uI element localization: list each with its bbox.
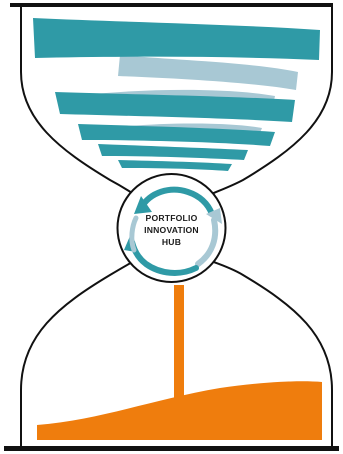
hub-label-line-2: INNOVATION xyxy=(144,225,199,235)
swirl-band-light-1 xyxy=(118,55,298,90)
falling-sand-icon xyxy=(174,285,184,400)
bottom-frame-bar xyxy=(4,446,339,451)
top-frame-bar xyxy=(10,3,333,7)
hub-label-line-3: HUB xyxy=(162,237,181,247)
swirl-band-5 xyxy=(118,160,232,171)
swirl-band-1 xyxy=(33,18,320,60)
hub-label-line-1: PORTFOLIO xyxy=(146,213,198,223)
swirl-band-4 xyxy=(98,144,248,160)
swirl-funnel-icon xyxy=(33,18,320,171)
